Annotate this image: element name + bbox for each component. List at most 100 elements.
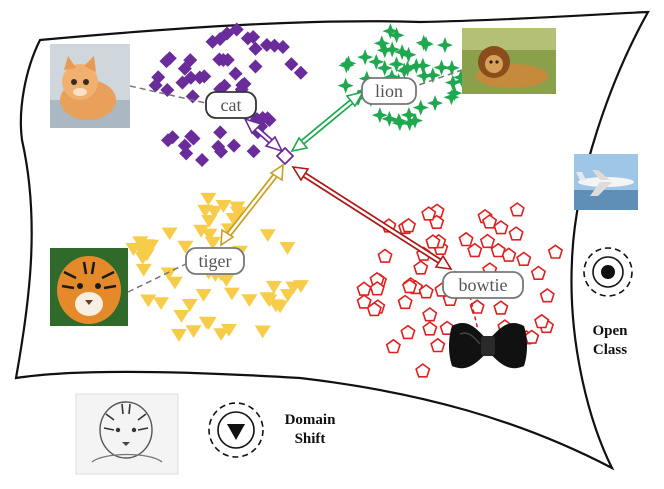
lion-point: [446, 85, 463, 102]
bowtie-point: [516, 251, 532, 266]
lion-point: [384, 41, 401, 58]
lion-point: [368, 53, 385, 70]
tiger-point: [161, 227, 178, 241]
lion-point: [443, 59, 460, 76]
tiger-point: [254, 325, 271, 339]
airplane-photo: [574, 154, 638, 210]
bowtie-point: [524, 329, 540, 344]
tiger-point: [195, 288, 212, 302]
lion-point: [383, 68, 400, 85]
lion-point: [338, 57, 355, 74]
lion-point: [416, 67, 433, 84]
lion-point: [417, 36, 434, 53]
bowtie-label: bowtie: [442, 271, 524, 299]
tiger-point: [166, 276, 183, 290]
dashed-circle-dot-icon: [583, 247, 633, 297]
tiger-point: [181, 298, 198, 312]
lion-point: [408, 57, 425, 74]
cat-point: [293, 65, 308, 80]
tiger-point: [160, 267, 177, 281]
tiger-point: [135, 263, 152, 277]
bowtie-point: [508, 226, 524, 241]
lion-point: [400, 106, 417, 123]
bowtie-connector: [469, 295, 479, 331]
svg-text:lion: lion: [375, 81, 403, 101]
domain-shift-title-line1: Domain: [285, 412, 336, 428]
cat-point: [161, 133, 176, 148]
cat-point: [248, 41, 263, 56]
tiger-point: [134, 251, 151, 265]
lion-point: [443, 89, 460, 106]
tiger-point: [220, 323, 237, 337]
tiger-point: [225, 213, 242, 226]
cat-point: [192, 70, 207, 85]
open-class-title-line2: Class: [593, 342, 627, 358]
tiger-point: [201, 214, 218, 228]
bowtie-point: [356, 294, 372, 309]
bowtie-point: [422, 321, 438, 336]
cat-point: [246, 144, 261, 159]
cat-point: [216, 52, 231, 67]
cat-point: [214, 144, 229, 159]
tiger-point: [185, 325, 202, 339]
tiger-connector: [127, 261, 191, 293]
bowtie-image: [449, 323, 527, 369]
arrow-to-bowtie: [291, 165, 453, 271]
tiger-photo: [50, 248, 128, 326]
query-point: [275, 146, 295, 166]
tiger-point: [272, 300, 289, 314]
tiger-point: [292, 280, 309, 293]
bowtie-point: [413, 260, 429, 275]
cat-point: [217, 78, 232, 93]
tiger-point: [136, 239, 153, 253]
bowtie-point: [467, 242, 483, 258]
tiger-point: [177, 240, 194, 254]
bowtie-point: [530, 265, 547, 280]
cat-point: [228, 66, 243, 81]
tiger-point: [229, 201, 246, 215]
lion-point: [357, 49, 374, 66]
bowtie-point: [490, 242, 506, 258]
tiger-point: [223, 287, 240, 301]
tiger-point: [153, 297, 170, 311]
bowtie-point: [481, 214, 498, 229]
bowtie-point: [539, 288, 555, 303]
bowtie-point: [415, 363, 431, 378]
tiger-point: [213, 328, 230, 342]
lion-point: [399, 60, 416, 77]
lion-point: [436, 37, 453, 54]
lion-point: [388, 27, 405, 44]
lion-point: [401, 115, 418, 132]
bowtie-point: [458, 231, 474, 247]
bowtie-point: [479, 233, 496, 249]
bowtie-point: [369, 281, 385, 296]
bowtie-point: [509, 202, 525, 217]
bowtie-point: [385, 338, 401, 354]
tiger-point: [279, 242, 296, 255]
cat-connector: [129, 85, 211, 105]
tiger-point: [206, 205, 223, 219]
dashed-circle-triangle-icon: [208, 402, 264, 458]
lion-point: [433, 59, 450, 76]
lion-point: [394, 44, 411, 61]
tiger-point: [259, 229, 276, 242]
cat-label: cat: [205, 91, 257, 119]
lion-point: [396, 62, 413, 79]
cat-point: [284, 57, 299, 72]
lion-point: [412, 99, 429, 116]
arrow-to-cat: [243, 117, 284, 153]
cat-point: [275, 39, 290, 54]
arrow-to-tiger: [220, 163, 284, 247]
cat-point: [183, 70, 198, 85]
lion-point: [424, 67, 441, 84]
lion-photo: [462, 28, 556, 94]
bowtie-point: [421, 206, 437, 221]
cat-point: [255, 111, 270, 126]
tiger-point: [215, 199, 232, 213]
lion-point: [406, 112, 423, 129]
tiger-point: [193, 224, 210, 238]
bowtie-point: [430, 337, 446, 353]
kitten-photo: [50, 44, 130, 128]
tiger-point: [200, 317, 217, 330]
bowtie-point: [401, 278, 418, 294]
